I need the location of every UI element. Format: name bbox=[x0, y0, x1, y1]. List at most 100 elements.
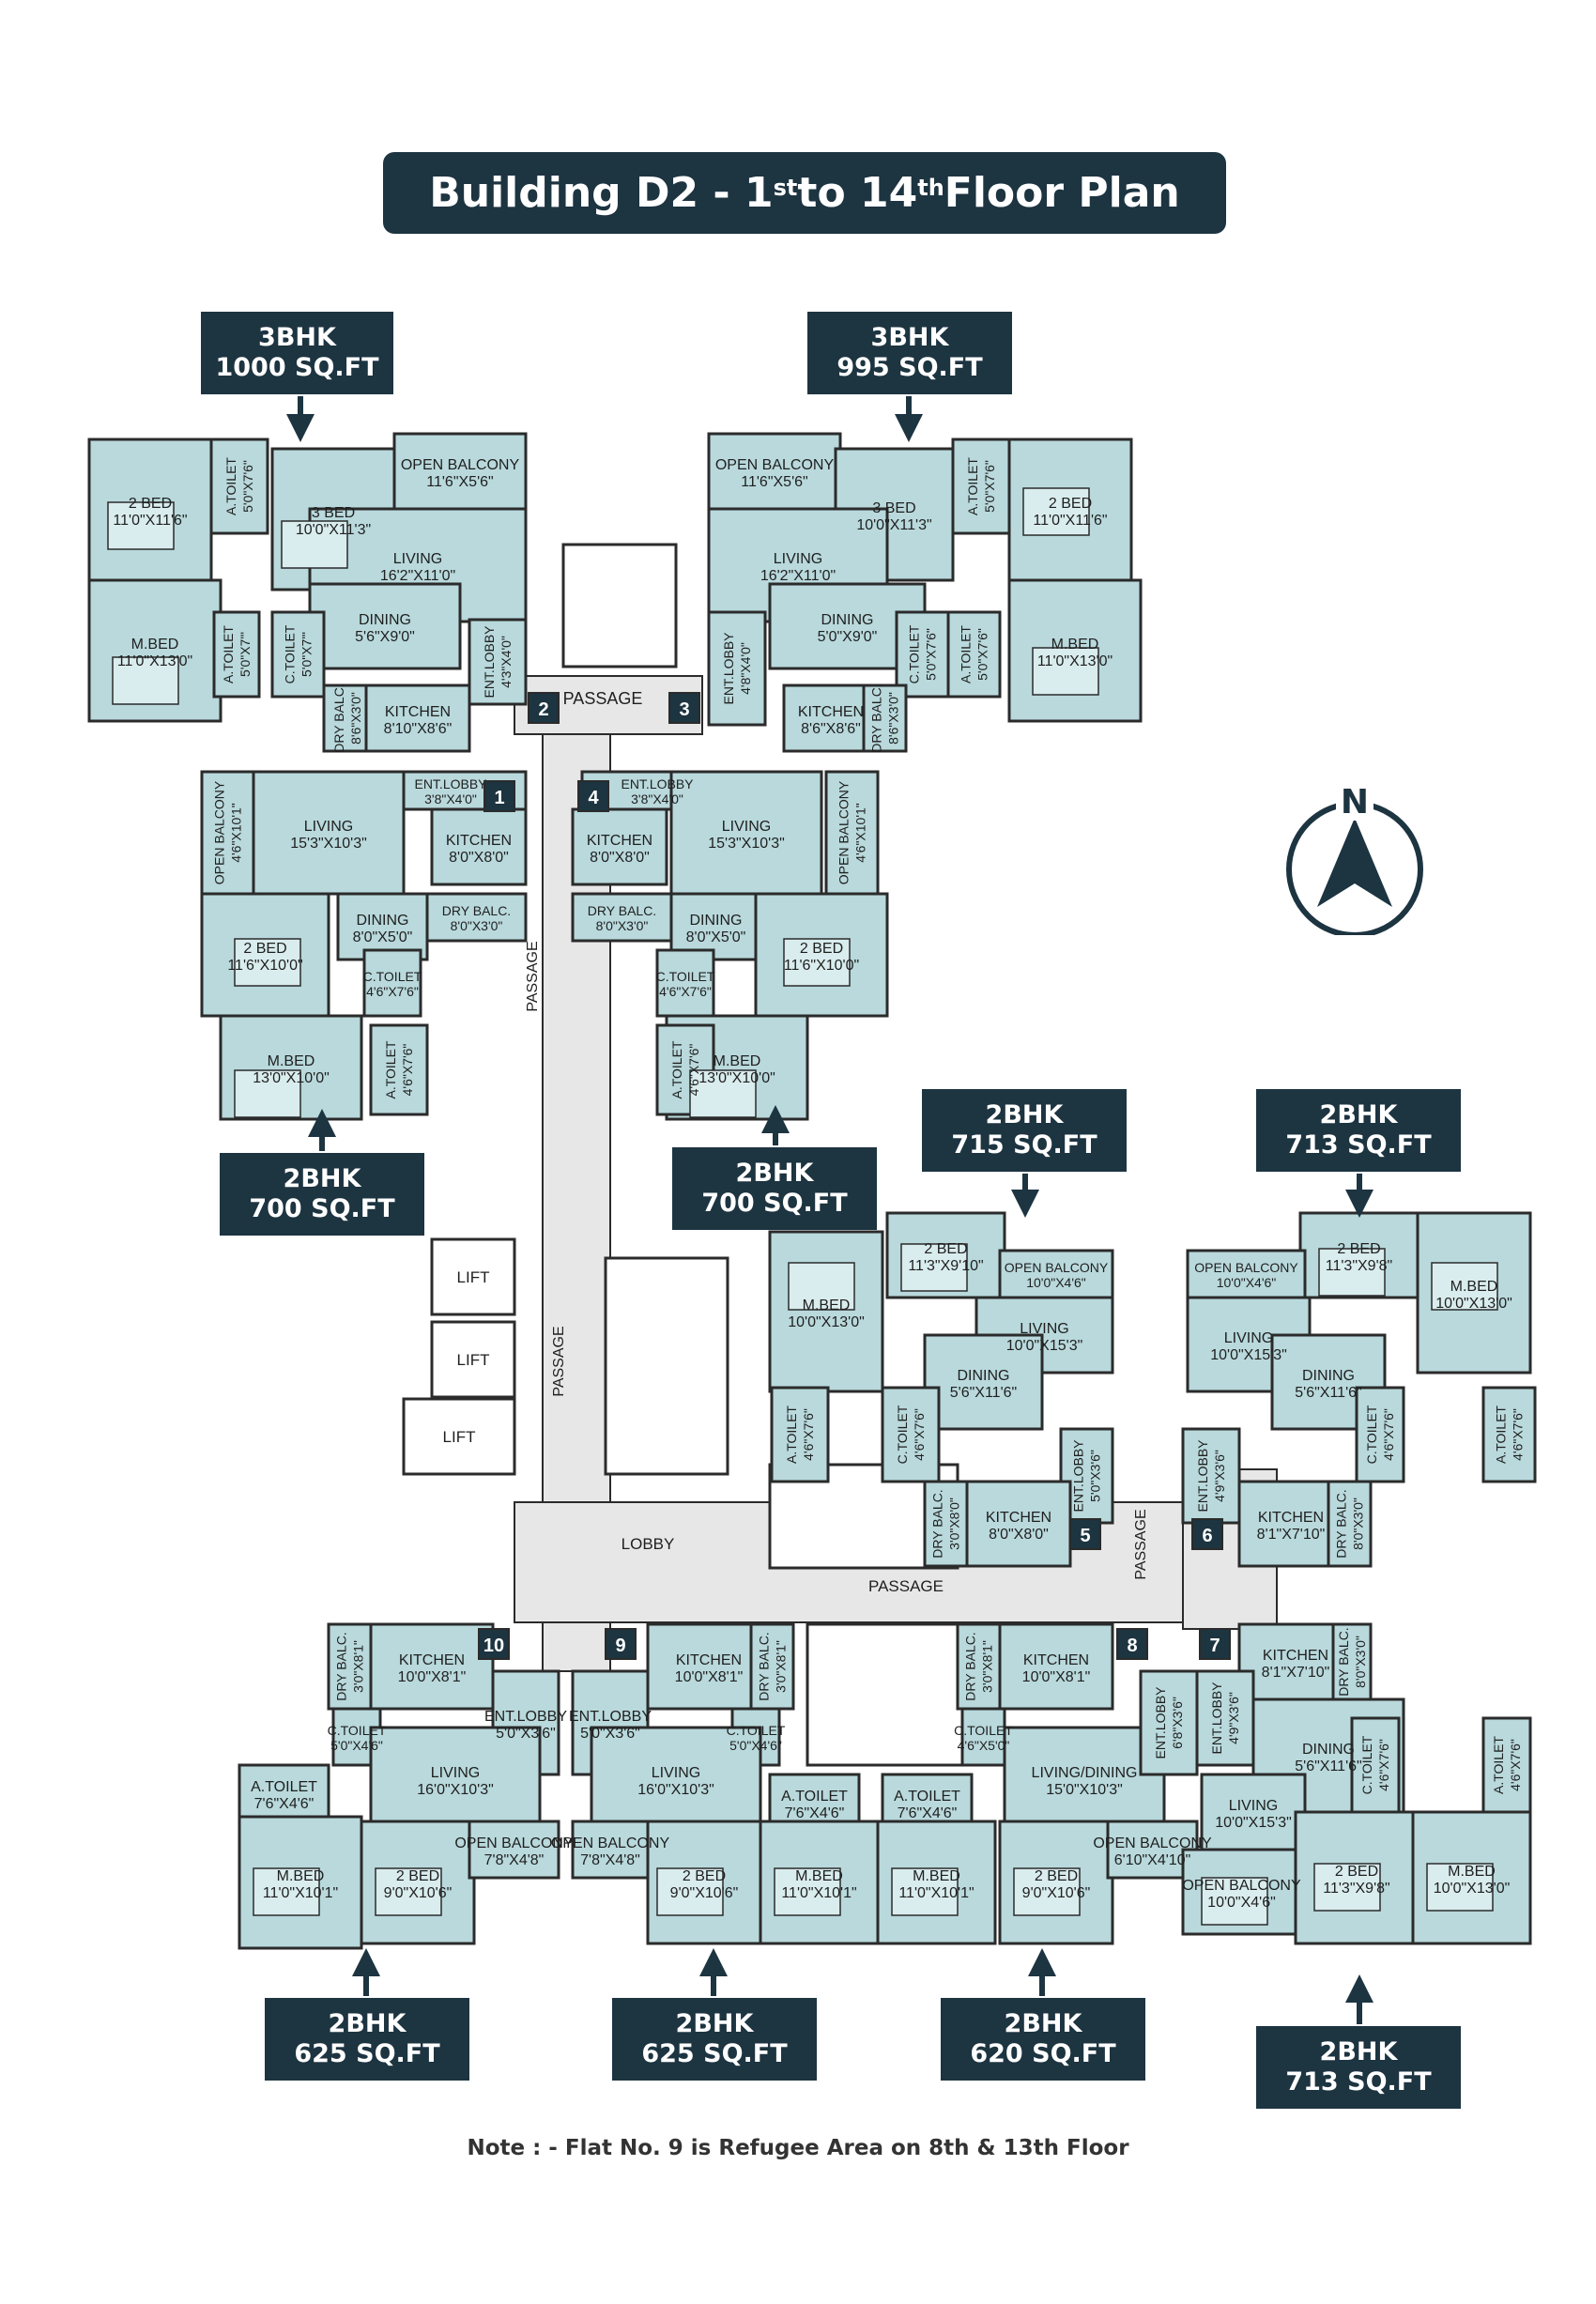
bed-icon bbox=[788, 1262, 855, 1311]
room-label: A.TOILET bbox=[669, 1040, 684, 1098]
room-label: OPEN BALCONY bbox=[715, 457, 835, 473]
bed-icon bbox=[783, 938, 851, 987]
lift-shaft bbox=[430, 1237, 516, 1316]
room-label: 2 BED bbox=[129, 496, 172, 512]
bed-icon bbox=[1201, 1877, 1268, 1926]
room-label: OPEN BALCONY bbox=[1194, 1260, 1298, 1275]
room-dimension: 16'0"X10'3" bbox=[637, 1782, 714, 1798]
room-dimension: 3'0"X8'0" bbox=[947, 1498, 962, 1550]
unit-callout: 2BHK 625 SQ.FT bbox=[612, 1998, 817, 2081]
unit-callout: 2BHK 625 SQ.FT bbox=[265, 1998, 469, 2081]
room-label: OPEN BALCONY bbox=[212, 780, 227, 884]
lift-shaft bbox=[430, 1320, 516, 1399]
room bbox=[1181, 1427, 1241, 1525]
room-dimension: 15'3"X10'3" bbox=[708, 836, 785, 852]
unit-type: 2BHK bbox=[735, 1158, 814, 1188]
room-label: 2 BED bbox=[800, 941, 843, 957]
room-label: M.BED bbox=[803, 1298, 851, 1313]
title-sup: th bbox=[917, 174, 944, 201]
room bbox=[749, 1622, 795, 1711]
room-dimension: 11'3"X9'8" bbox=[1326, 1258, 1392, 1274]
room-label: LIVING bbox=[652, 1765, 700, 1781]
unit-area: 713 SQ.FT bbox=[1285, 2067, 1432, 2097]
room-label: DRY BALC. bbox=[963, 1632, 978, 1700]
room-label: LIVING bbox=[774, 551, 822, 567]
stair-core bbox=[604, 1256, 729, 1476]
room-label: A.TOILET bbox=[251, 1779, 317, 1795]
room-dimension: 10'0"X4'6" bbox=[1207, 1895, 1276, 1911]
title-part: Floor Plan bbox=[944, 169, 1180, 217]
room-dimension: 4'6"X10'1" bbox=[853, 803, 868, 863]
flat-number: 1 bbox=[494, 788, 504, 808]
room bbox=[200, 892, 330, 1018]
room-dimension: 5'0"X7'6" bbox=[240, 460, 255, 513]
room-dimension: 4'6"X7'6" bbox=[659, 984, 712, 999]
lobby-label: LOBBY bbox=[622, 1535, 675, 1553]
bed-icon bbox=[234, 938, 301, 987]
flat-number-badge bbox=[483, 780, 515, 812]
room-dimension: 16'2"X11'0" bbox=[760, 568, 836, 584]
room-label: C.TOILET bbox=[727, 1723, 786, 1738]
room-dimension: 9'0"X10'6" bbox=[1022, 1885, 1091, 1901]
lift-label: LIFT bbox=[457, 1268, 490, 1286]
room-dimension: 4'3"X4'0" bbox=[499, 636, 514, 688]
room-dimension: 11'3"X9'10" bbox=[908, 1258, 983, 1274]
room-dimension: 13'0"X10'0" bbox=[253, 1070, 330, 1086]
room bbox=[646, 1622, 772, 1711]
room-dimension: 4'6"X5'0" bbox=[958, 1738, 1010, 1753]
room bbox=[1355, 1386, 1405, 1483]
room-dimension: 5'6"X11'6" bbox=[1295, 1759, 1361, 1774]
room-dimension: 7'6"X4'6" bbox=[785, 1805, 845, 1821]
title-part: Building D2 - 1 bbox=[429, 169, 774, 217]
unit-callout: 2BHK 713 SQ.FT bbox=[1256, 2026, 1461, 2109]
room bbox=[322, 684, 373, 753]
flat-number: 4 bbox=[588, 788, 599, 808]
room-label: KITCHEN bbox=[1258, 1510, 1324, 1526]
room-label: DRY BALC. bbox=[588, 903, 656, 918]
room-label: M.BED bbox=[913, 1868, 960, 1884]
room-dimension: 8'6"X8'6" bbox=[801, 721, 861, 737]
room bbox=[571, 807, 668, 886]
title-part: to 14 bbox=[797, 169, 918, 217]
room-label: A.TOILET bbox=[383, 1040, 398, 1098]
room bbox=[369, 1726, 542, 1833]
room bbox=[571, 892, 673, 943]
unit-callout: 2BHK 715 SQ.FT bbox=[922, 1089, 1127, 1172]
room bbox=[468, 1820, 560, 1880]
room-dimension: 8'0"X8'0" bbox=[590, 850, 650, 866]
room-label: M.BED bbox=[268, 1053, 315, 1069]
unit-type: 2BHK bbox=[1004, 2008, 1082, 2038]
bed-icon bbox=[900, 1243, 968, 1292]
lift-shaft bbox=[402, 1397, 516, 1476]
room-dimension: 3'8"X4'0" bbox=[631, 791, 683, 806]
room-dimension: 10'0"X11'3" bbox=[856, 517, 931, 533]
room-label: OPEN BALCONY bbox=[836, 780, 852, 884]
room bbox=[327, 1622, 373, 1711]
room-dimension: 11'0"X13'0" bbox=[117, 653, 192, 669]
room-label: DRY BALC. bbox=[334, 1632, 349, 1700]
room-label: DRY BALC. bbox=[1334, 1489, 1349, 1558]
flat-number: 6 bbox=[1202, 1526, 1212, 1546]
unit-type: 2BHK bbox=[1319, 2036, 1398, 2066]
room-label: DRY BALC. bbox=[442, 903, 511, 918]
room-label: DRY BALC. bbox=[757, 1632, 772, 1700]
room-dimension: 3'0"X8'1" bbox=[980, 1640, 995, 1693]
room-label: C.TOILET bbox=[895, 1405, 910, 1464]
room-dimension: 3'8"X4'0" bbox=[424, 791, 477, 806]
unit-area: 700 SQ.FT bbox=[249, 1194, 395, 1223]
room-label: ENT.LOBBY bbox=[414, 776, 487, 791]
room-dimension: 11'0"X10'1" bbox=[781, 1885, 856, 1901]
room-dimension: 4'8"X4'0" bbox=[738, 642, 753, 695]
room-label: 2 BED bbox=[1337, 1241, 1380, 1257]
room bbox=[956, 1622, 1002, 1711]
room-dimension: 11'6"X5'6" bbox=[741, 474, 807, 490]
room-label: LIVING bbox=[1224, 1330, 1273, 1346]
room-dimension: 10'0"X15'3" bbox=[1006, 1338, 1083, 1354]
bed-icon bbox=[1313, 1863, 1381, 1912]
room-label: M.BED bbox=[714, 1053, 761, 1069]
room-label: M.BED bbox=[1448, 1864, 1496, 1880]
room-dimension: 5'0"X7'" bbox=[299, 632, 315, 677]
passage-label: PASSAGE bbox=[563, 689, 643, 708]
bed-icon bbox=[1431, 1262, 1498, 1311]
